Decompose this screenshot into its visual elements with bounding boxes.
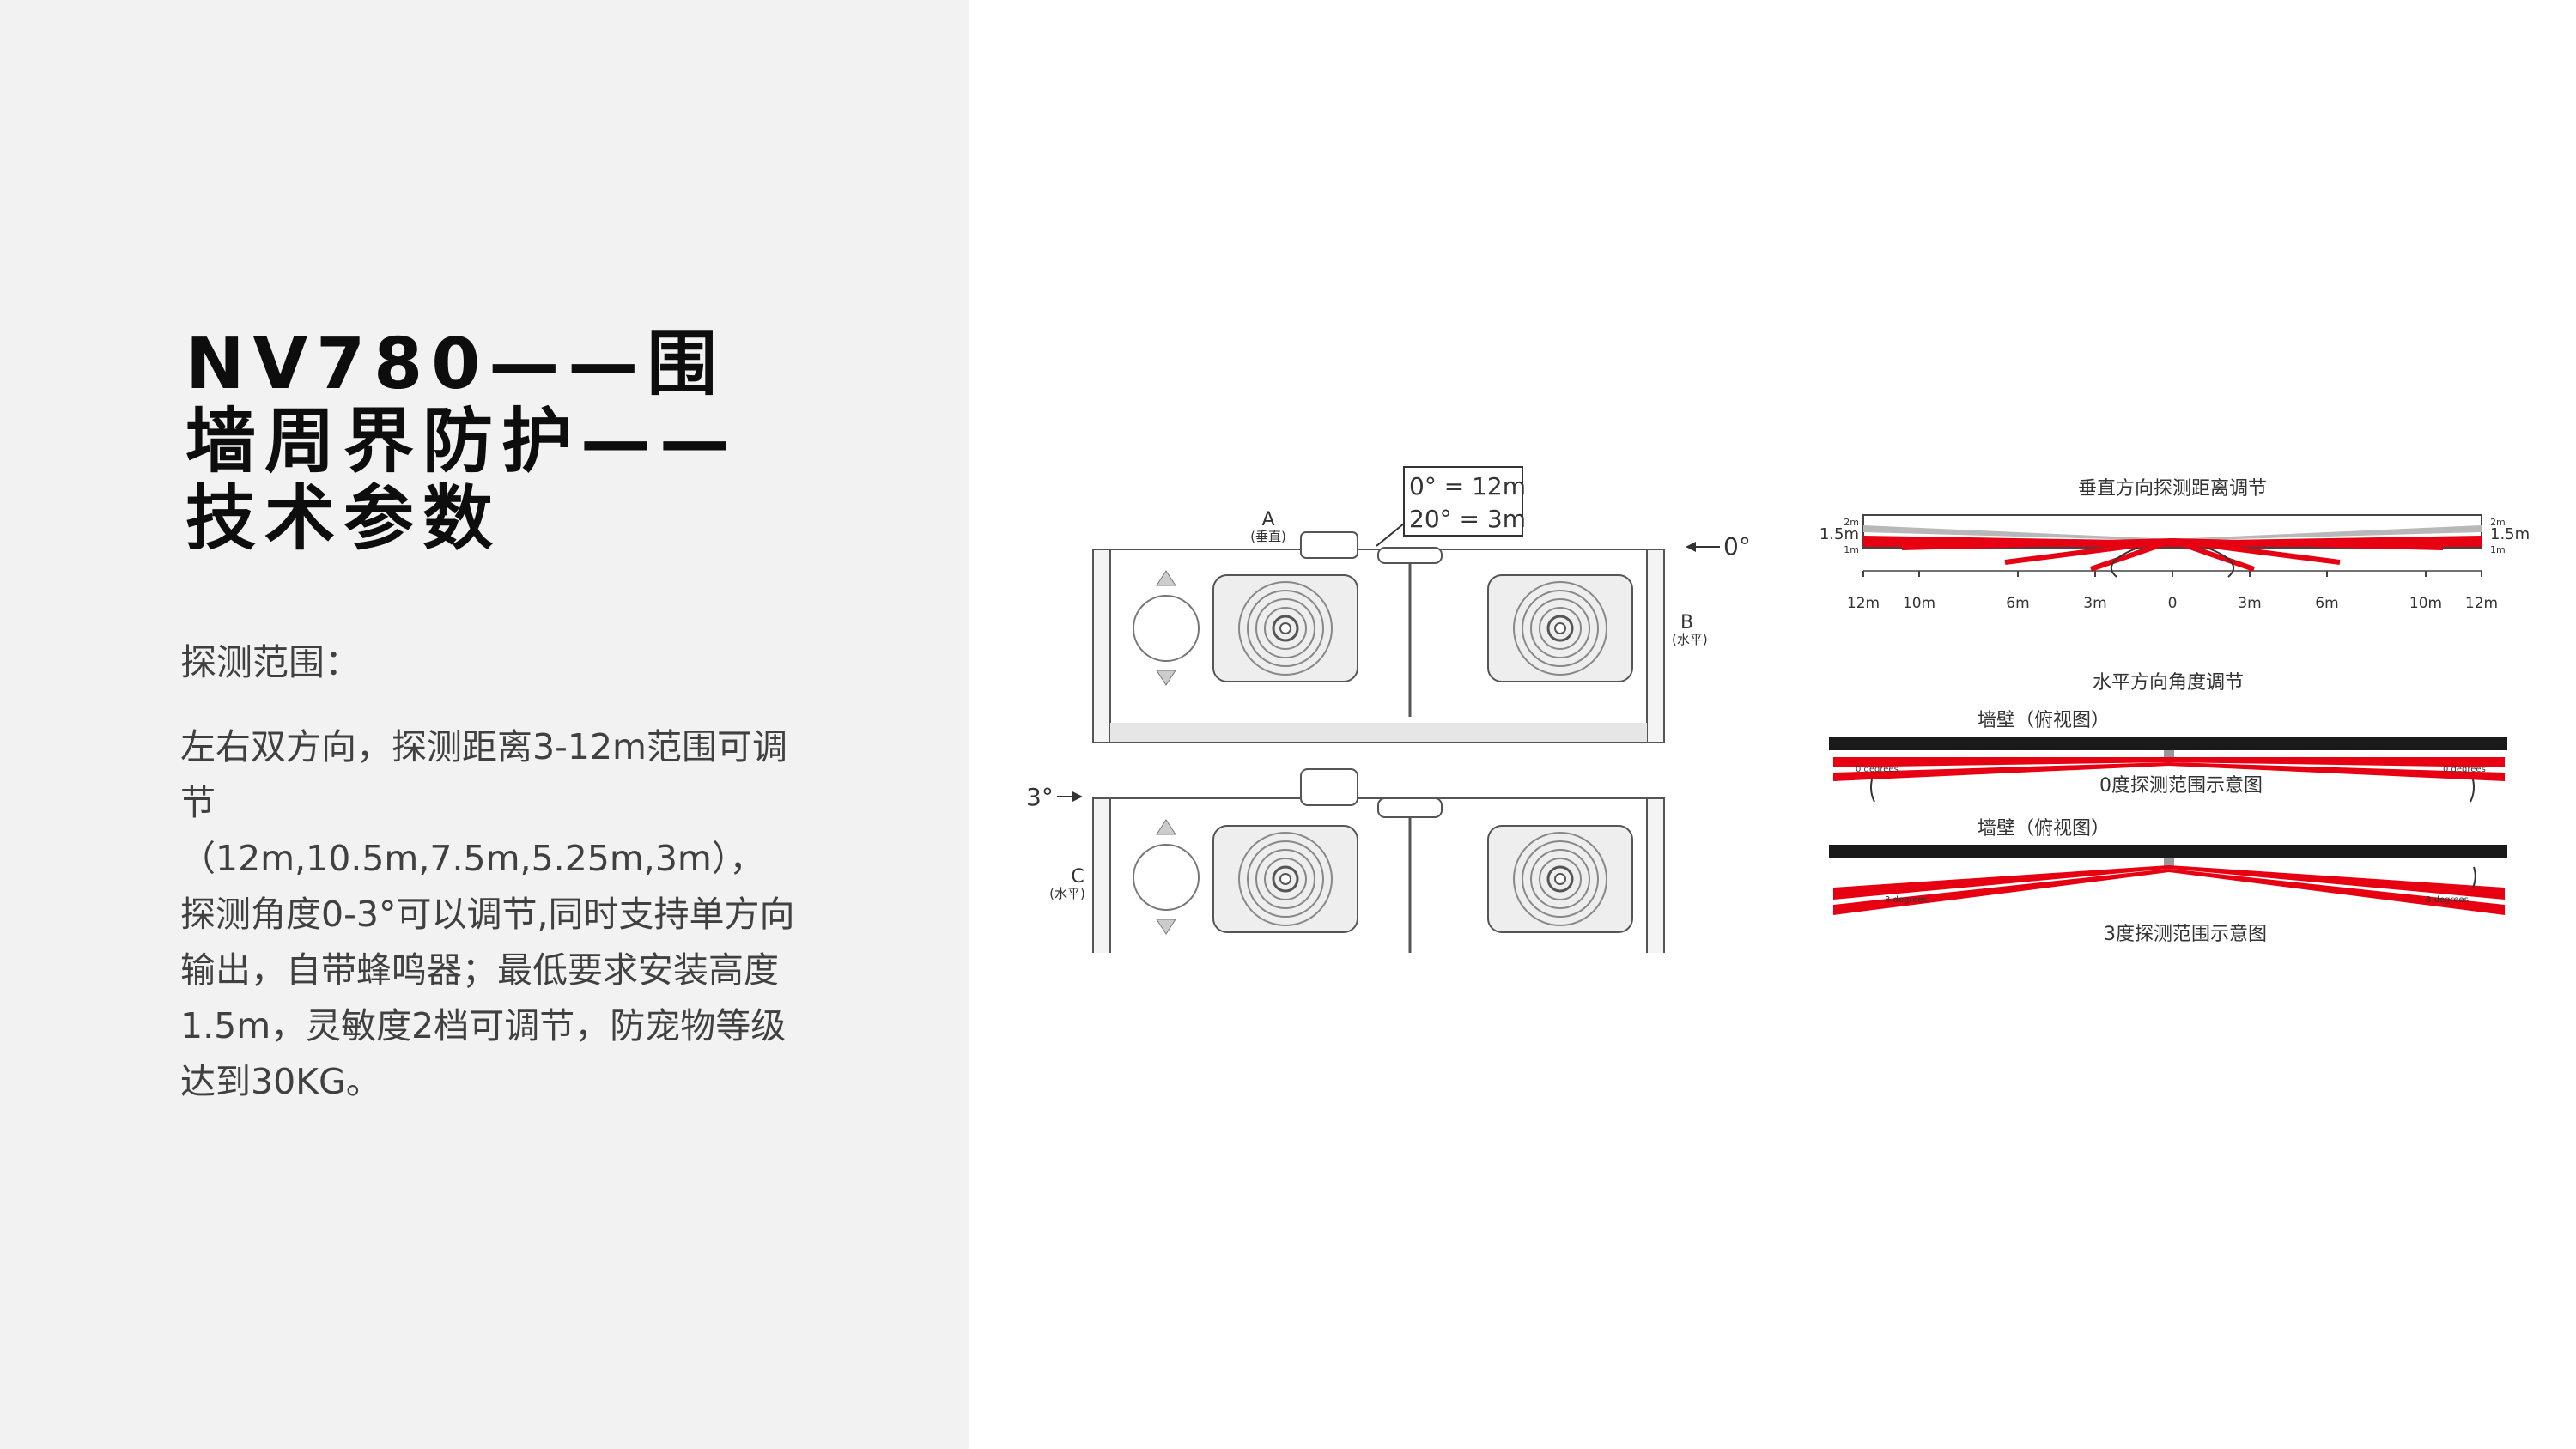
distance-tick: 12m xyxy=(2465,595,2498,612)
technical-diagram: A (垂直) 0° = 12m 20° = 3m 0° B (水平) 3° C … xyxy=(1026,455,2546,953)
description-text: 左右双方向，探测距离3-12m范围可调节（12m,10.5m,7.5m,5.25… xyxy=(180,726,795,1102)
caption-0-degree: 0度探测范围示意图 xyxy=(2099,775,2263,797)
beam-label-3-right: 3 degrees xyxy=(2426,895,2469,905)
label-b: B xyxy=(1680,612,1693,634)
distance-tick: 3m xyxy=(2238,595,2261,612)
angle-label-0: 0° xyxy=(1723,532,1751,561)
beam-label-0-left: 0 degrees xyxy=(1856,765,1899,774)
height-right-1m: 1m xyxy=(2490,544,2506,555)
horizontal-3-degree-view xyxy=(1829,845,2507,915)
device-bottom xyxy=(1057,768,1665,953)
distance-tick: 6m xyxy=(2006,595,2029,612)
vertical-chart xyxy=(1862,514,2482,578)
wall-label-1: 墙壁（俯视图） xyxy=(1978,710,2110,731)
page-title: NV780——围墙周界防护——技术参数 xyxy=(185,324,739,560)
distance-tick: 10m xyxy=(1903,595,1935,612)
height-right-1-5m: 1.5m xyxy=(2490,525,2530,543)
angle-label-3: 3° xyxy=(1026,783,1054,811)
height-left-1-5m: 1.5m xyxy=(1820,525,1859,543)
vertical-chart-title: 垂直方向探测距离调节 xyxy=(2078,478,2267,500)
distance-tick: 3m xyxy=(2083,595,2106,612)
callout-line-1: 0° = 12m xyxy=(1409,472,1526,500)
callout-line-2: 20° = 3m xyxy=(1409,505,1526,533)
section-label: 探测范围： xyxy=(180,641,361,683)
left-panel xyxy=(0,0,969,1449)
height-left-2m: 2m xyxy=(1844,517,1859,528)
distance-tick: 10m xyxy=(2409,595,2442,612)
caption-3-degree: 3度探测范围示意图 xyxy=(2104,924,2267,945)
height-left-1m: 1m xyxy=(1844,544,1859,555)
horizontal-chart-title: 水平方向角度调节 xyxy=(2093,672,2244,694)
device-top xyxy=(1092,466,1720,743)
beam-label-0-right: 0 degrees xyxy=(2443,765,2486,774)
distance-tick: 6m xyxy=(2315,595,2338,612)
label-c: C xyxy=(1071,866,1084,888)
height-right-2m: 2m xyxy=(2490,517,2506,528)
beam-label-3-left: 3 degrees xyxy=(1885,895,1928,905)
label-a-sub: (垂直) xyxy=(1250,529,1286,544)
distance-tick: 12m xyxy=(1847,595,1880,612)
label-c-sub: (水平) xyxy=(1049,886,1085,901)
horizontal-0-degree-view xyxy=(1829,737,2507,803)
distance-tick: 0 xyxy=(2168,595,2178,612)
label-a: A xyxy=(1261,509,1274,530)
wall-label-2: 墙壁（俯视图） xyxy=(1978,818,2110,840)
label-b-sub: (水平) xyxy=(1672,632,1708,647)
